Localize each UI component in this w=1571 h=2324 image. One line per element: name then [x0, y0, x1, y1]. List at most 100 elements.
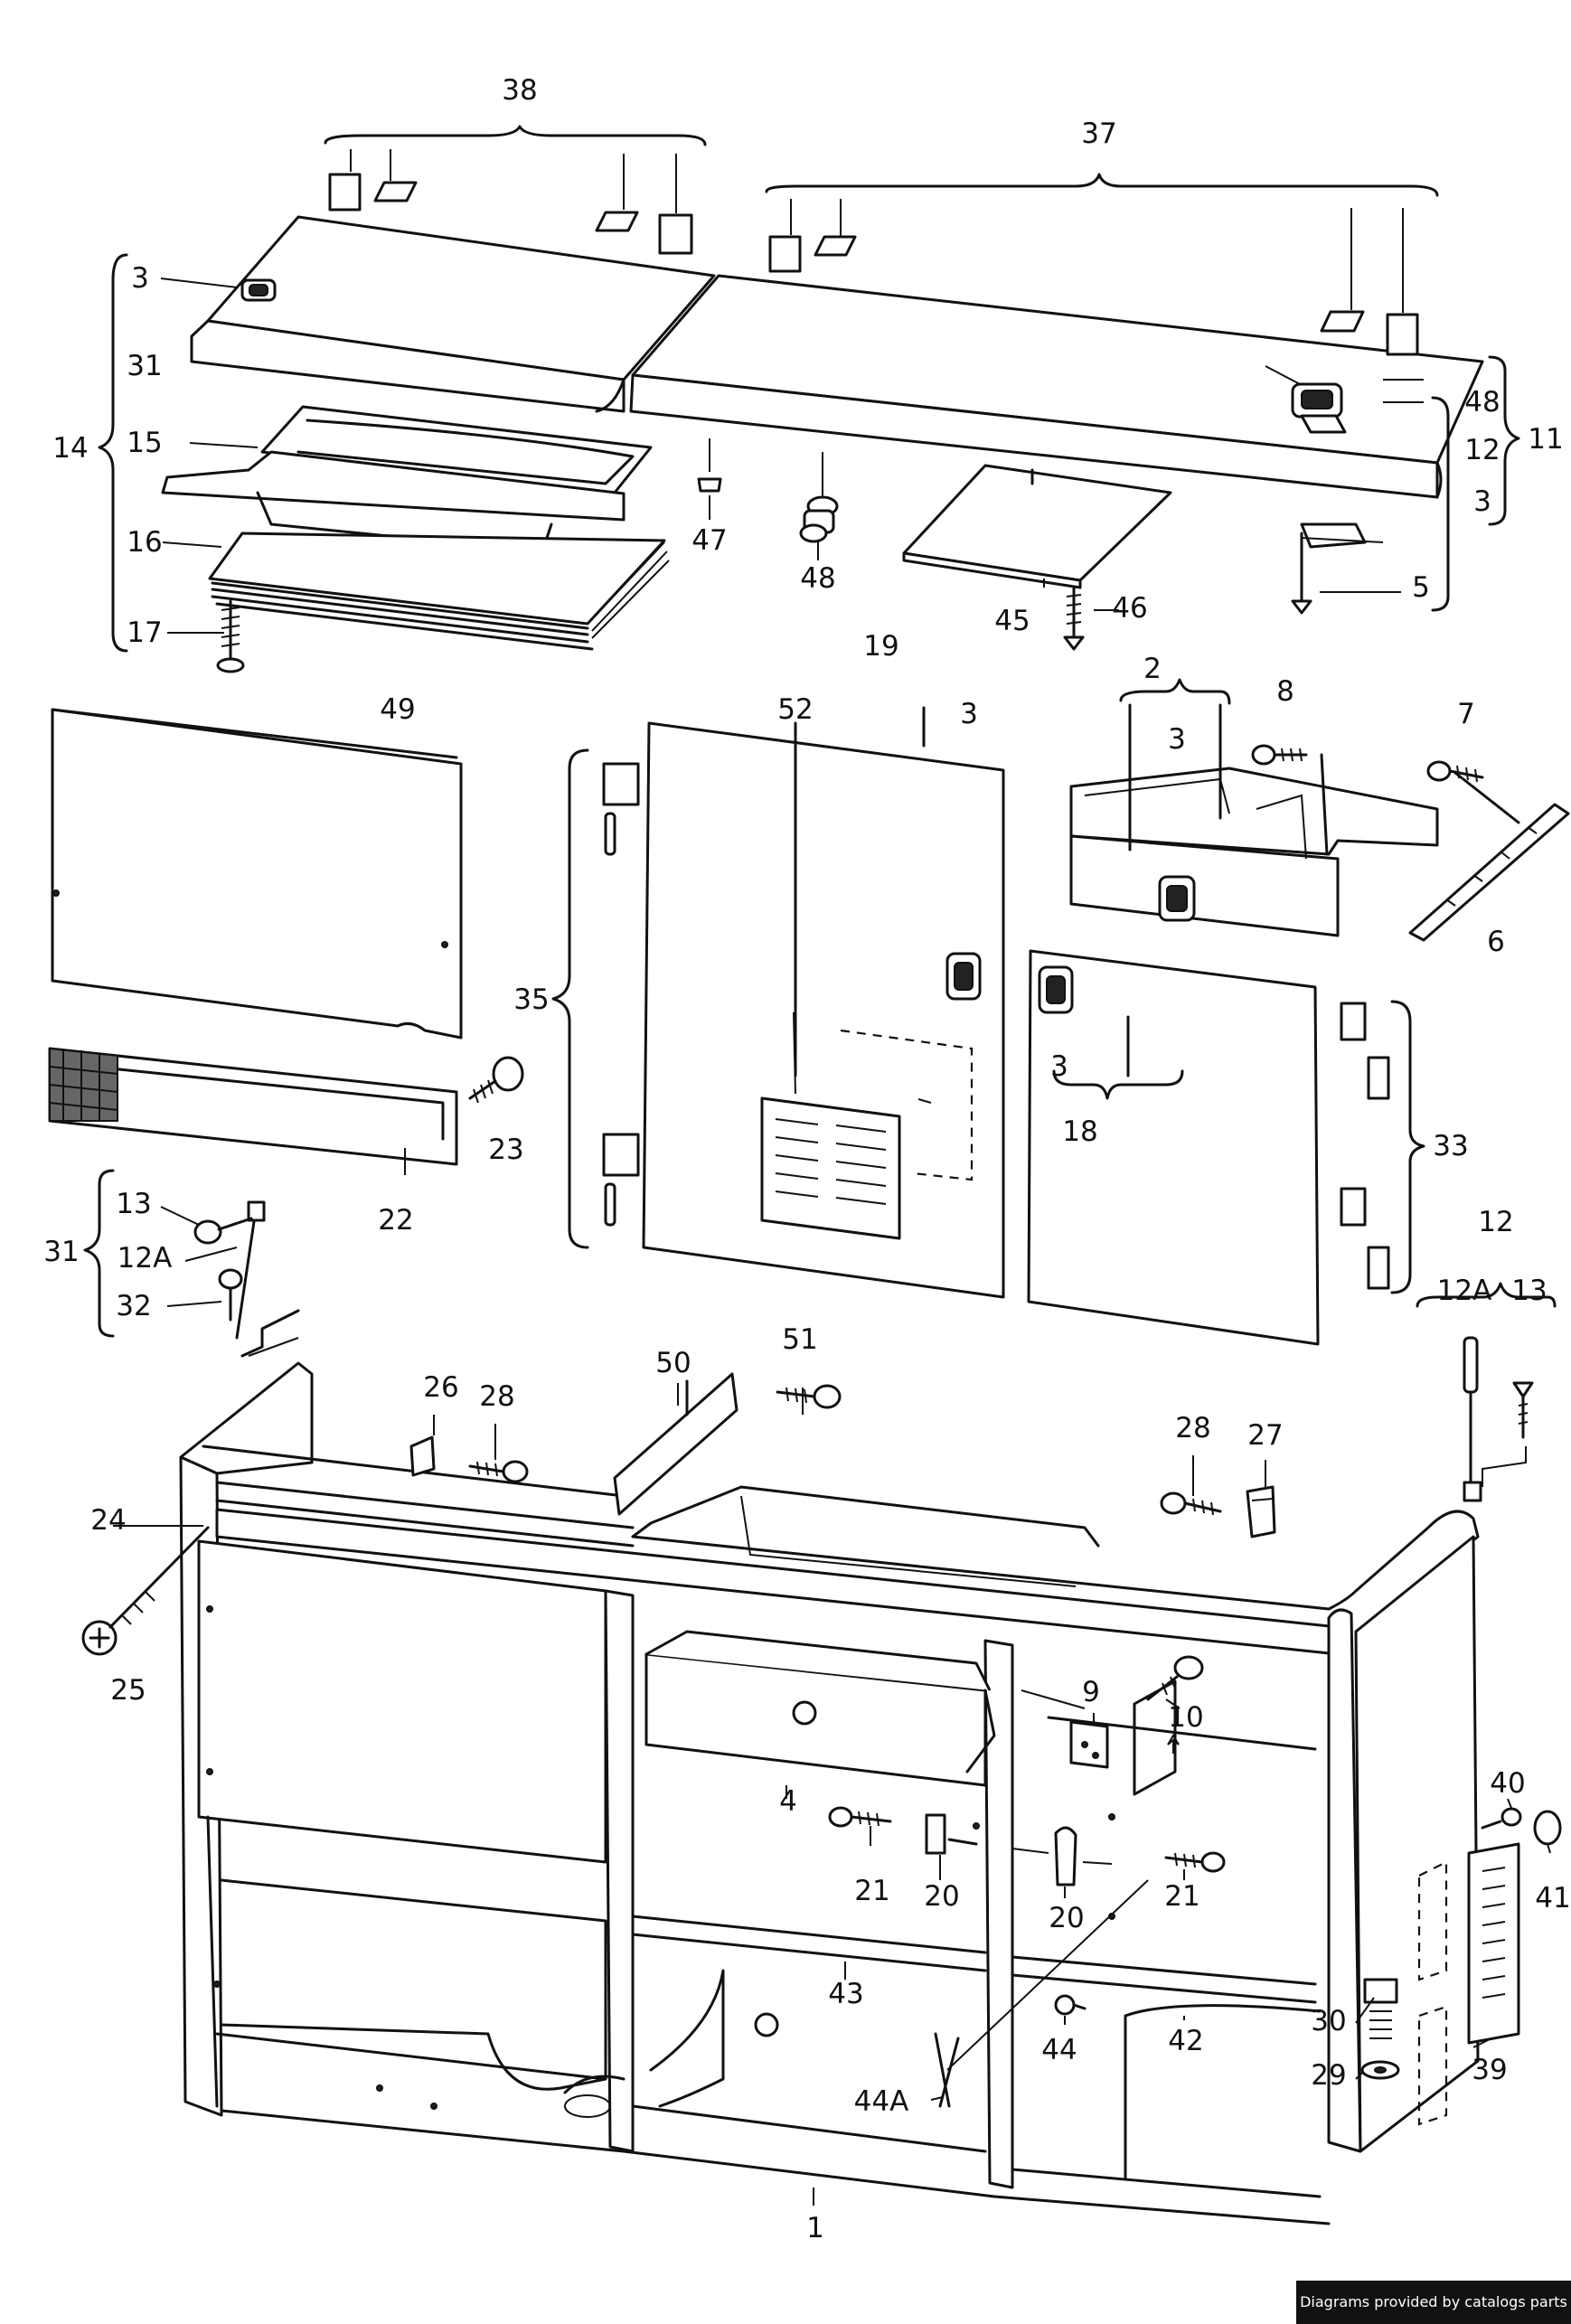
callout-8: 8: [1276, 675, 1294, 708]
callout-31-lid: 31: [127, 350, 162, 382]
door-right-33: [1027, 949, 1425, 1346]
callout-21-right: 21: [1164, 1880, 1199, 1913]
callout-12A-left: 12A: [118, 1242, 173, 1275]
callout-45: 45: [994, 605, 1030, 637]
callout-11: 11: [1528, 423, 1563, 456]
screws-21: [828, 1806, 1226, 1873]
callout-21-left: 21: [854, 1875, 889, 1907]
bracket-12-right: [1416, 1282, 1557, 1502]
callout-27: 27: [1247, 1419, 1283, 1452]
hinge-set-38: [328, 149, 693, 255]
bracket-lines-top: [98, 125, 1520, 653]
callout-31-left: 31: [43, 1236, 79, 1268]
screw-23: [468, 1056, 524, 1104]
callout-12-right: 12: [1478, 1206, 1513, 1238]
callout-46: 46: [1112, 592, 1147, 625]
catches-20: [925, 1813, 1113, 1886]
callout-10: 10: [1168, 1701, 1203, 1734]
side-vent-39: [1417, 1842, 1520, 2126]
panel-49: [51, 708, 463, 1040]
callout-12A-right: 12A: [1437, 1275, 1492, 1307]
screw-28-right: [1160, 1491, 1222, 1516]
callout-19: 19: [863, 630, 898, 663]
callout-12-lid: 12: [1464, 434, 1500, 466]
callout-48-knob: 48: [800, 562, 835, 595]
rod-44A: [934, 1879, 1149, 2108]
callout-20-left: 20: [924, 1880, 959, 1913]
screw-10: [1146, 1655, 1204, 1701]
callout-3-door: 3: [960, 698, 978, 730]
screw-25: [81, 1526, 210, 1656]
callout-20-right: 20: [1049, 1902, 1084, 1934]
lid-left-part-31: [190, 215, 716, 413]
gasket-16: [208, 532, 670, 651]
callout-18: 18: [1062, 1115, 1097, 1148]
screw-46: [1063, 586, 1085, 651]
leader-lines: [113, 278, 1551, 2206]
callout-15: 15: [127, 427, 162, 459]
callout-29: 29: [1311, 2059, 1346, 2092]
callout-3-drawer: 3: [1168, 723, 1186, 756]
callout-41: 41: [1535, 1882, 1570, 1915]
callout-25: 25: [110, 1674, 146, 1707]
callout-22: 22: [378, 1204, 413, 1237]
callout-28-right: 28: [1175, 1412, 1210, 1444]
callout-9: 9: [1082, 1676, 1100, 1708]
callout-13-right: 13: [1511, 1275, 1547, 1307]
callout-50: 50: [655, 1347, 691, 1379]
callout-3-lid: 3: [131, 262, 149, 295]
callout-35: 35: [513, 983, 549, 1016]
knob-48: [799, 452, 839, 560]
front-rail-50: [613, 1372, 738, 1516]
callout-5: 5: [1412, 571, 1430, 604]
callout-30: 30: [1311, 2005, 1346, 2037]
callout-47: 47: [691, 524, 727, 557]
screw-40-knob-41: [1481, 1807, 1562, 1846]
callout-4: 4: [779, 1785, 797, 1818]
callout-1: 1: [806, 2212, 824, 2244]
callout-44A: 44A: [854, 2085, 909, 2118]
screw-17: [216, 599, 245, 673]
bracket-31-left: [83, 1169, 300, 1358]
screw-28-left: [468, 1460, 529, 1483]
callout-24: 24: [90, 1504, 126, 1537]
callout-38: 38: [502, 74, 537, 107]
callout-7: 7: [1457, 698, 1475, 730]
callout-42: 42: [1168, 2025, 1203, 2057]
drawer-front-2: [1069, 678, 1439, 937]
callout-51: 51: [782, 1323, 817, 1356]
callout-43: 43: [828, 1978, 863, 2010]
hinge-set-37: [768, 199, 1419, 356]
callout-44: 44: [1041, 2034, 1077, 2066]
door-left-19: [642, 706, 1005, 1299]
screw-7: [1426, 760, 1484, 783]
callout-6: 6: [1487, 926, 1505, 958]
callout-28-left: 28: [479, 1380, 514, 1413]
cabinet-body-1: [179, 1361, 1480, 2225]
callout-48-right: 48: [1464, 386, 1500, 419]
callout-16: 16: [127, 526, 162, 559]
foot-30-29: [1360, 1978, 1400, 2080]
panel-15: [161, 405, 653, 553]
callout-33: 33: [1433, 1130, 1468, 1162]
bolt-44: [1054, 1994, 1087, 2016]
callout-40: 40: [1490, 1767, 1525, 1800]
plate-45: [902, 464, 1172, 589]
kick-plate-22: [48, 1047, 458, 1166]
screw-8: [1251, 744, 1329, 856]
callout-37: 37: [1081, 118, 1116, 150]
callout-labels: 38 37 3 31 14 15 16 17 47 48 48 12 11 3 …: [43, 74, 1570, 2244]
credit-banner: Diagrams provided by catalogs parts: [1296, 2281, 1571, 2324]
callout-3-door-right: 3: [1050, 1050, 1068, 1083]
callout-32: 32: [116, 1290, 151, 1322]
callout-13-left: 13: [116, 1188, 151, 1220]
callout-49: 49: [380, 693, 415, 726]
clip-27: [1246, 1485, 1276, 1538]
callout-17: 17: [127, 616, 162, 649]
hinges-35: [551, 748, 640, 1249]
screw-51: [776, 1384, 842, 1409]
hinge-block-9: [1069, 1720, 1109, 1769]
clip-26: [409, 1435, 436, 1477]
vent-grille-52: [760, 1096, 901, 1240]
